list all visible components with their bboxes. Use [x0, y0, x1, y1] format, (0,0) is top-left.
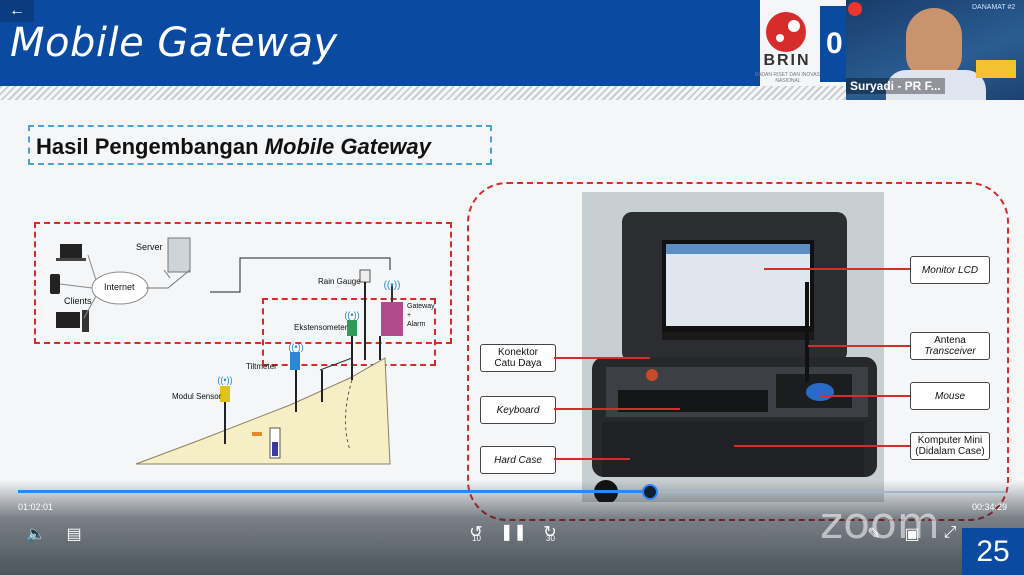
link-line — [146, 269, 191, 289]
brin-logo-text: BRIN — [763, 52, 811, 69]
page-number: 25 — [962, 528, 1024, 575]
slide-title: Mobile Gateway — [10, 20, 338, 66]
monitoring-diagram: ((•)) ((•)) ((•)) ((•)) — [50, 237, 403, 465]
phone-icon — [50, 274, 60, 294]
participant-video[interactable]: DANAMAT #2 Suryadi - PR F... — [846, 0, 1024, 100]
antena-line-2: Transceiver — [924, 346, 976, 357]
ekstensometer-icon — [347, 320, 357, 336]
subtitle-plain: Hasil Pengembangan — [36, 134, 265, 159]
slope-shape — [135, 357, 391, 465]
callout-line — [808, 345, 910, 347]
forward-label: 30 — [546, 534, 555, 543]
server-icon — [167, 237, 191, 273]
slide-subtitle: Hasil Pengembangan Mobile Gateway — [36, 134, 431, 160]
label-modul-sensor: Modul Sensor — [172, 392, 222, 401]
rewind-icon[interactable]: ↺10 — [469, 524, 483, 543]
gateway-frame — [262, 298, 436, 366]
arrow-left-icon[interactable]: ← — [0, 0, 34, 22]
server-gateway-line — [210, 257, 391, 293]
brin-logo — [766, 12, 806, 52]
video-background-tag: DANAMAT #2 — [972, 4, 1016, 11]
lcd-screen — [666, 244, 810, 326]
callout-mouse: Mouse — [910, 382, 990, 410]
callout-line — [734, 445, 910, 447]
slide-header-bar — [0, 0, 760, 86]
rewind-label: 10 — [472, 534, 481, 543]
callout-antena: Antena Transceiver — [910, 332, 990, 360]
gateway-alarm-box — [381, 302, 403, 336]
callout-line — [764, 268, 910, 270]
antena-line-1: Antena — [934, 335, 966, 346]
svg-text:((•)): ((•)) — [217, 375, 232, 385]
progress-fill — [18, 490, 651, 493]
callout-konektor: Konektor Catu Daya — [480, 344, 556, 372]
rain-gauge-icon — [359, 269, 371, 283]
konektor-line-1: Konektor — [497, 347, 539, 358]
participant-name: Suryadi - PR F... — [846, 78, 945, 94]
callout-keyboard: Keyboard — [480, 396, 556, 424]
pencil-icon[interactable]: ✎ — [867, 526, 881, 543]
device-photo — [582, 192, 884, 502]
background-banner — [976, 60, 1016, 78]
zoom-watermark: zoom — [820, 498, 940, 549]
volume-icon[interactable]: 🔈 — [26, 526, 46, 543]
elapsed-time: 01:02:01 — [18, 502, 54, 512]
callout-line — [554, 357, 650, 359]
brin-logo-subtext: BADAN RISET DAN INOVASI NASIONAL — [754, 72, 822, 84]
pause-icon[interactable]: ❚❚ — [500, 524, 527, 541]
callout-hardcase: Hard Case — [480, 446, 556, 474]
forward-icon[interactable]: ↻30 — [543, 524, 557, 543]
remaining-time: 00:34:29 — [972, 502, 1008, 512]
label-rain-gauge: Rain Gauge — [318, 277, 361, 286]
svg-text:((•)): ((•)) — [384, 280, 401, 291]
captions-icon[interactable]: ▤ — [66, 526, 82, 543]
network-frame — [34, 222, 452, 344]
event-logo-icon — [848, 2, 862, 16]
slide-subtitle-box: Hasil Pengembangan Mobile Gateway — [28, 125, 492, 165]
participant-face — [906, 8, 962, 78]
callout-line — [554, 408, 680, 410]
minimize-icon[interactable]: ⤢ — [943, 524, 957, 541]
komputer-line-1: Komputer Mini — [917, 435, 983, 446]
pip-icon[interactable]: ▣ — [904, 526, 920, 543]
participant-body — [886, 70, 986, 100]
label-ekstensometer: Ekstensometer — [294, 323, 348, 332]
komputer-line-2: (Didalam Case) — [915, 446, 985, 457]
label-server: Server — [136, 242, 163, 252]
callout-line — [820, 395, 910, 397]
modul-sensor-icon — [220, 386, 230, 402]
header-divider — [0, 86, 1024, 100]
konektor-line-2: Catu Daya — [494, 358, 542, 369]
subtitle-italic: Mobile Gateway — [264, 134, 431, 159]
callout-komputer: Komputer Mini (Didalam Case) — [910, 432, 990, 460]
label-gateway: Gateway + Alarm — [407, 303, 435, 328]
player-overlay — [0, 480, 1024, 575]
tiltmeter-icon — [290, 352, 300, 370]
label-internet: Internet — [104, 282, 135, 292]
callout-monitor: Monitor LCD — [910, 256, 990, 284]
svg-text:((•)): ((•)) — [288, 342, 303, 352]
svg-text:((•)): ((•)) — [344, 310, 359, 320]
progress-knob[interactable] — [642, 484, 659, 500]
mouse-icon — [806, 383, 834, 401]
desktop-icon — [56, 312, 80, 328]
label-tiltmeter: Tiltmeter — [246, 362, 277, 371]
keyboard-icon — [618, 390, 768, 412]
callout-line — [554, 458, 630, 460]
label-clients: Clients — [64, 296, 92, 306]
laptop-icon — [60, 244, 82, 258]
